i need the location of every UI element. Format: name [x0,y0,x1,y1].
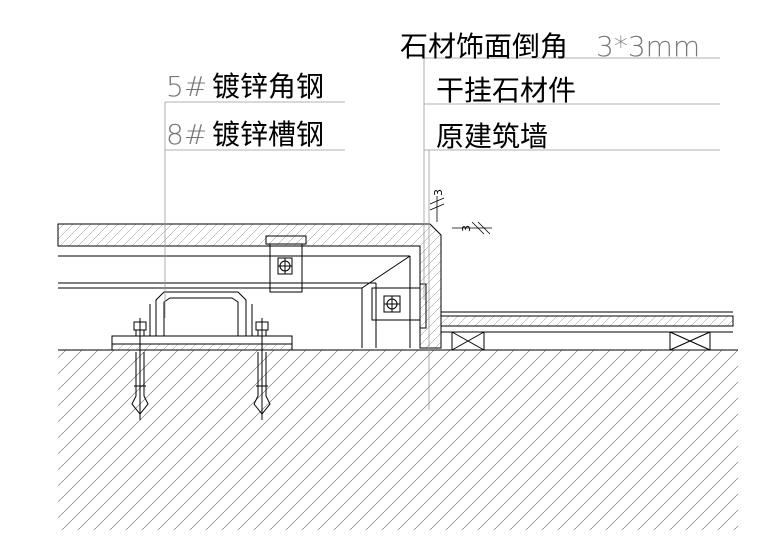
chamfer-label: 石材饰面倒角 [400,30,568,63]
annotation-top: 石材饰面倒角 3*3mm [400,30,700,63]
ground-hatch [58,349,738,530]
angle-steel-label: 镀锌角钢 [212,70,324,103]
dimension-text: 3 3 [432,189,473,232]
channel-steel-label: 镀锌槽钢 [212,118,324,151]
wall-label: 原建筑墙 [436,120,548,153]
stone-slab [57,223,442,349]
channel-steel-code: 8# [166,118,207,151]
chamfer-spec: 3*3mm [596,30,700,63]
channel-steel [111,291,293,351]
angle-steel-code: 5# [166,70,207,103]
stone-clip-side [371,283,427,329]
annotation-right: 干挂石材件 原建筑墙 [436,74,576,153]
stone-clip-top [265,235,307,293]
dimension-horizontal: 3 [460,225,473,232]
leader-lines [164,57,720,410]
annotation-left: 5# 镀锌角钢 8# 镀锌槽钢 [166,70,324,151]
anchor-bolt-right [253,318,271,420]
dimension-vertical: 3 [432,189,445,196]
stone-clip-label: 干挂石材件 [436,74,576,107]
floor-layers [440,311,734,351]
steel-frame [58,255,411,348]
anchor-bolt-left [131,318,149,420]
dimension-marks [429,196,492,235]
